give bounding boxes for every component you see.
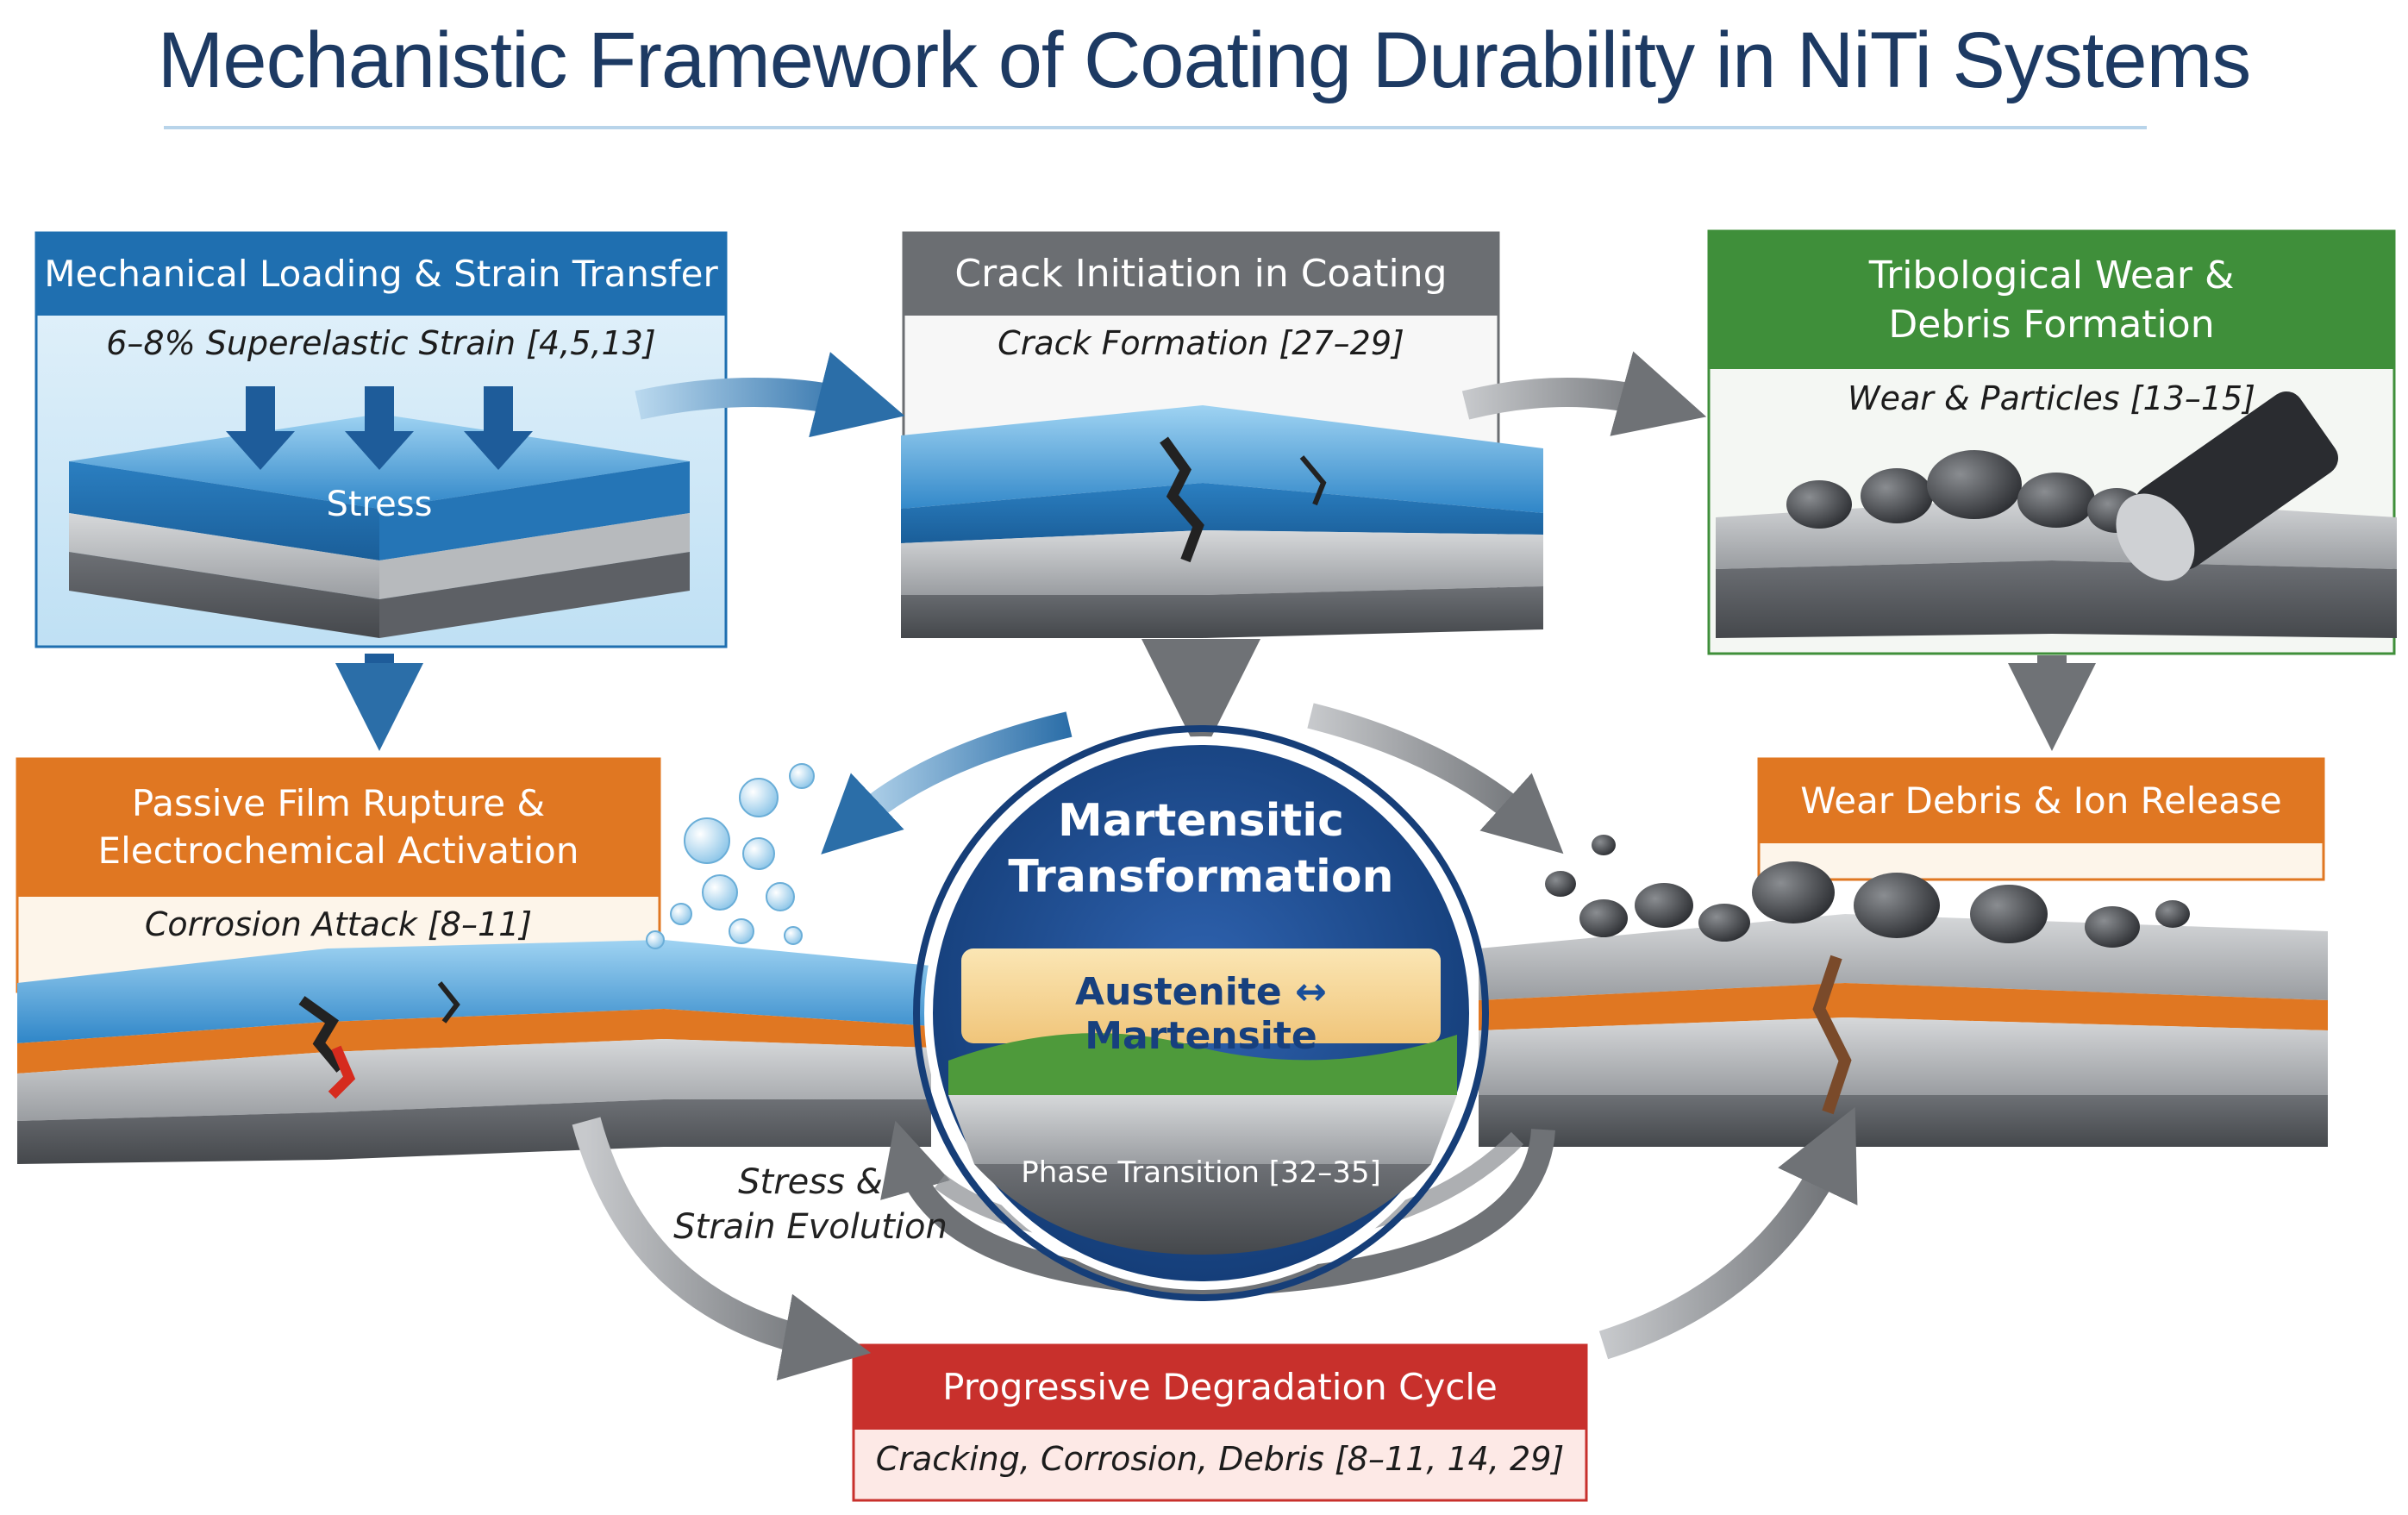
stress-strain-line1: Stress & bbox=[738, 1162, 883, 1202]
phase-arrow-icon: ↔ bbox=[1295, 970, 1327, 1014]
tribological-wear-box: Tribological Wear & Debris Formation Wea… bbox=[1709, 231, 2394, 438]
tribological-wear-title-line1: Tribological Wear & bbox=[1868, 253, 2235, 297]
phase-martensite: Martensite bbox=[1085, 1014, 1317, 1058]
crack-initiation-subtitle: Crack Formation [27–29] bbox=[998, 324, 1404, 362]
passive-film-box: Passive Film Rupture & Electrochemical A… bbox=[17, 759, 660, 974]
mechanical-loading-title: Mechanical Loading & Strain Transfer bbox=[44, 252, 718, 295]
stress-strain-annotation: Stress & Strain Evolution bbox=[655, 1160, 966, 1249]
stress-strain-line2: Strain Evolution bbox=[673, 1207, 948, 1247]
stress-label: Stress bbox=[326, 485, 433, 524]
mechanical-loading-box: Mechanical Loading & Strain Transfer 6–8… bbox=[36, 233, 726, 647]
phase-transition-caption: Phase Transition [32–35] bbox=[1021, 1155, 1381, 1190]
wear-debris-title: Wear Debris & Ion Release bbox=[1800, 779, 2282, 822]
crack-initiation-title: Crack Initiation in Coating bbox=[954, 252, 1448, 297]
wear-debris-box: Wear Debris & Ion Release bbox=[1759, 759, 2324, 843]
mechanical-loading-subtitle: 6–8% Superelastic Strain [4,5,13] bbox=[106, 324, 656, 362]
tribological-wear-title: Tribological Wear & Debris Formation bbox=[1709, 231, 2394, 369]
passive-film-subtitle: Corrosion Attack [8–11] bbox=[144, 905, 533, 943]
diagram-title: Mechanistic Framework of Coating Durabil… bbox=[157, 16, 2251, 104]
center-title-line1: Martensitic bbox=[1058, 795, 1344, 847]
degradation-cycle-subtitle: Cracking, Corrosion, Debris [8–11, 14, 2… bbox=[875, 1440, 1565, 1478]
degradation-cycle-title: Progressive Degradation Cycle bbox=[942, 1365, 1498, 1408]
center-title: Martensitic Transformation bbox=[985, 793, 1417, 905]
passive-film-title: Passive Film Rupture & Electrochemical A… bbox=[17, 759, 660, 897]
passive-film-title-line1: Passive Film Rupture & bbox=[131, 782, 546, 825]
phase-label: Austenite ↔ Martensite bbox=[961, 970, 1441, 1058]
degradation-cycle-box: Progressive Degradation Cycle Cracking, … bbox=[854, 1345, 1586, 1500]
tribological-wear-subtitle: Wear & Particles [13–15] bbox=[1848, 379, 2255, 417]
crack-initiation-box: Crack Initiation in Coating Crack Format… bbox=[904, 233, 1498, 405]
center-title-line2: Transformation bbox=[1008, 851, 1394, 903]
phase-austenite: Austenite bbox=[1075, 970, 1282, 1014]
tribological-wear-title-line2: Debris Formation bbox=[1888, 303, 2215, 347]
passive-film-title-line2: Electrochemical Activation bbox=[97, 829, 579, 872]
